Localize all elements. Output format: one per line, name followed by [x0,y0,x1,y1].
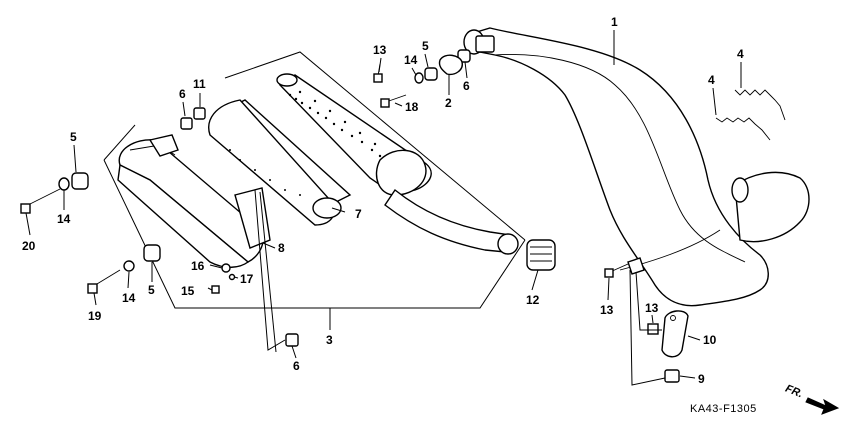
front-direction-indicator: FR. [783,383,840,415]
callout-4-lower: 4 [708,73,715,87]
leader-lines [25,30,742,386]
callout-6-bottom: 6 [293,359,300,373]
silencer-packing-part [208,99,352,226]
callout-2: 2 [445,96,452,110]
hardware-parts [20,49,786,383]
callout-12: 12 [526,293,540,307]
callout-4-upper: 4 [737,47,744,61]
callout-5-left: 5 [70,130,77,144]
diagram-code: KA43-F1305 [690,403,757,415]
callout-8: 8 [278,241,285,255]
callout-5-bottom: 5 [148,283,155,297]
perforated-core-part [276,73,519,255]
callout-7: 7 [355,207,362,221]
callout-3: 3 [326,333,333,347]
callout-6-left: 6 [179,87,186,101]
callout-19: 19 [88,309,102,323]
callout-9: 9 [698,372,705,386]
callout-14-top: 14 [404,53,418,67]
callout-6-top: 6 [463,79,470,93]
callout-5-top: 5 [422,39,429,53]
callout-labels: 1 2 3 4 4 5 5 5 6 6 6 7 8 9 10 11 12 13 … [22,15,744,386]
callout-11: 11 [193,77,206,91]
coupler-part [526,239,556,271]
callout-14-left: 14 [57,212,71,226]
front-direction-label: FR. [783,383,804,401]
callout-13-right: 13 [645,301,659,315]
callout-14-bottom: 14 [122,291,136,305]
callout-17: 17 [240,272,254,286]
assembly-bracket [103,51,526,330]
callout-1: 1 [611,15,618,29]
callout-13-top: 13 [373,43,387,57]
callout-20: 20 [22,239,36,253]
callout-18: 18 [405,100,419,114]
callout-10: 10 [703,333,717,347]
front-arrow-icon [805,397,840,415]
callout-15: 15 [181,284,195,298]
callout-13-left: 13 [600,303,614,317]
exhaust-pipe-part [463,27,810,307]
callout-16: 16 [191,259,205,273]
